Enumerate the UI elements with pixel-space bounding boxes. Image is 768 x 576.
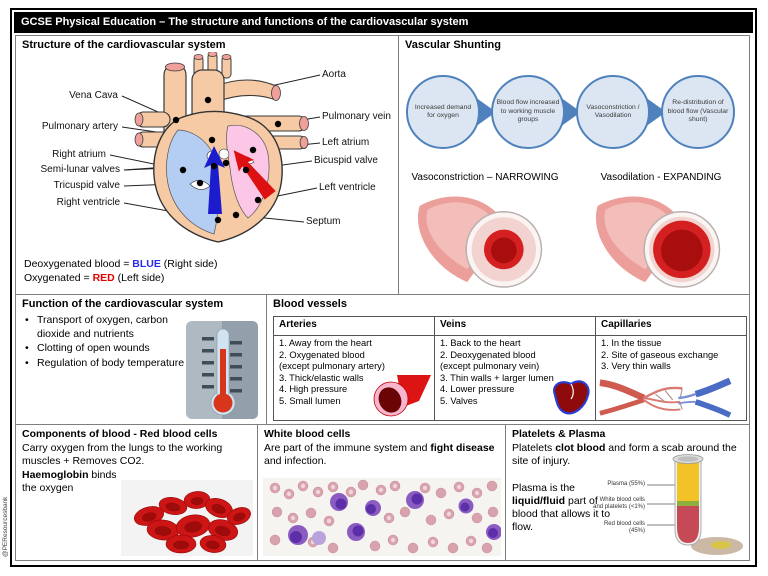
panel-red-blood-cells: Components of blood - Red blood cells Ca… [15, 424, 258, 561]
vein-fact: 5. Valves [440, 395, 478, 406]
capillaries-cell: 1. In the tissue 2. Site of gaseous exch… [595, 335, 747, 421]
capillaries-icon [599, 378, 732, 418]
red-cells-title: Components of blood - Red blood cells [22, 428, 218, 440]
blood-test-tube-image: Plasma (55%) White blood cells and plate… [593, 447, 747, 559]
capillary-fact: 2. Site of gaseous exchange [601, 349, 719, 360]
thermometer-icon [186, 321, 258, 419]
col-header-veins: Veins [434, 316, 596, 336]
shunting-title: Vascular Shunting [405, 39, 501, 51]
blue-flow-arrow-icon [204, 146, 225, 214]
vein-icon [553, 380, 590, 415]
red-key: RED [92, 272, 115, 284]
heart-diagram [109, 52, 321, 243]
capillary-fact: 3. Very thin walls [601, 361, 671, 371]
white-cells-text: Are part of the immune system and fight … [264, 442, 495, 467]
test-tube-icon [647, 454, 743, 555]
label-left-ventricle: Left ventricle [319, 182, 376, 193]
haemoglobin-text: Haemoglobin binds the oxygen [22, 469, 117, 494]
oxygenated-note: Oxygenated = RED (Left side) [24, 272, 165, 284]
capillary-fact: 1. In the tissue [601, 338, 662, 348]
plasma-text: Plasma is the liquid/fluid part of blood… [512, 482, 611, 533]
platelets-text: Platelets clot blood and form a scab aro… [512, 442, 737, 467]
blue-key: BLUE [132, 258, 161, 270]
label-tricuspid-valve: Tricuspid valve [53, 180, 120, 191]
red-blood-cells-image [121, 480, 253, 556]
col-header-arteries: Arteries [273, 316, 435, 336]
red-cells-text: Carry oxygen from the lungs to the worki… [22, 442, 223, 467]
artery-icon [373, 375, 431, 417]
panel-blood-vessels: Blood vessels Arteries Veins Capillaries… [266, 294, 750, 425]
label-pulmonary-vein: Pulmonary vein [322, 111, 391, 122]
vessels-body-row: 1. Away from the heart 2. Oxygenated blo… [273, 335, 747, 421]
artery-fact: 5. Small lumen [279, 395, 341, 406]
shunt-step-3: Vasoconstriction / Vasodilation [576, 75, 650, 149]
shunt-step-4: Re-distribution of blood flow (Vascular … [661, 75, 735, 149]
vasoconstriction-label: Vasoconstriction – NARROWING [411, 172, 559, 183]
vessel-cross-section-narrow-icon [417, 196, 543, 288]
white-cells-platelets-label: White blood cells and platelets (<1%) [593, 497, 645, 510]
vessels-header-row: Arteries Veins Capillaries [273, 316, 747, 336]
function-bullet: Clotting of open wounds [24, 342, 194, 356]
shunt-step-2: Blood flow increased to working muscle g… [491, 75, 565, 149]
label-septum: Septum [306, 216, 341, 227]
flow-arrow-icon [645, 97, 666, 127]
veins-cell: 1. Back to the heart 2. Deoxygenated blo… [434, 335, 596, 421]
flow-arrow-icon [475, 97, 496, 127]
vessel-cross-section-wide-icon [595, 196, 721, 288]
panel-platelets-plasma: Platelets & Plasma Platelets clot blood … [505, 424, 750, 561]
label-vena-cava: Vena Cava [69, 90, 118, 101]
function-bullet: Transport of oxygen, carbon dioxide and … [24, 314, 194, 341]
label-bicuspid-valve: Bicuspid valve [314, 155, 378, 166]
label-semi-lunar-valves: Semi-lunar valves [40, 164, 120, 175]
vessels-table: Arteries Veins Capillaries 1. Away from … [273, 316, 747, 421]
vasodilation-label: Vasodilation - EXPANDING [600, 172, 722, 183]
artery-fact: 4. High pressure [279, 384, 348, 394]
vein-fact: 4. Lower pressure [440, 384, 515, 394]
panel-structure: Structure of the cardiovascular system [15, 35, 399, 295]
vein-fact: 3. Thin walls + larger lumen [440, 372, 554, 383]
white-cells-title: White blood cells [264, 428, 351, 440]
deoxygenated-note: Deoxygenated blood = BLUE (Right side) [24, 258, 218, 270]
platelets-title: Platelets & Plasma [512, 428, 606, 440]
vein-fact: 1. Back to the heart [440, 338, 521, 348]
shunting-flow: Increased demand for oxygen Blood flow i… [406, 66, 742, 158]
function-bullets: Transport of oxygen, carbon dioxide and … [24, 314, 194, 371]
artery-fact: 1. Away from the heart [279, 338, 372, 348]
flow-arrow-icon [560, 97, 581, 127]
vessels-title: Blood vessels [273, 298, 347, 310]
artery-fact: 2. Oxygenated blood (except pulmonary ar… [279, 349, 385, 372]
structure-title: Structure of the cardiovascular system [22, 39, 226, 51]
page-title: GCSE Physical Education – The structure … [14, 12, 753, 33]
panel-vascular-shunting: Vascular Shunting Increased demand for o… [398, 35, 750, 295]
page-border: GCSE Physical Education – The structure … [10, 8, 757, 567]
credit-handle: @PEResourcesbank [2, 496, 9, 557]
white-blood-cells-image [263, 478, 501, 556]
function-bullet: Regulation of body temperature [24, 357, 194, 371]
panel-white-blood-cells: White blood cells Are part of the immune… [257, 424, 506, 561]
label-right-ventricle: Right ventricle [56, 197, 120, 208]
plasma-label: Plasma (55%) [607, 481, 645, 487]
artery-fact: 3. Thick/elastic walls [279, 372, 364, 383]
panel-function: Function of the cardiovascular system Tr… [15, 294, 267, 425]
red-flow-arrow-icon [233, 150, 276, 200]
shunt-step-1: Increased demand for oxygen [406, 75, 480, 149]
label-left-atrium: Left atrium [322, 137, 370, 148]
arteries-cell: 1. Away from the heart 2. Oxygenated blo… [273, 335, 435, 421]
vein-fact: 2. Deoxygenated blood (except pulmonary … [440, 349, 540, 372]
label-right-atrium: Right atrium [52, 149, 106, 160]
red-cells-label: Red blood cells (45%) [603, 521, 645, 534]
blood-colour-key: Deoxygenated blood = BLUE (Right side) O… [24, 257, 218, 285]
col-header-capillaries: Capillaries [595, 316, 747, 336]
label-pulmonary-artery: Pulmonary artery [41, 121, 118, 132]
function-title: Function of the cardiovascular system [22, 298, 224, 310]
label-aorta: Aorta [322, 69, 346, 80]
